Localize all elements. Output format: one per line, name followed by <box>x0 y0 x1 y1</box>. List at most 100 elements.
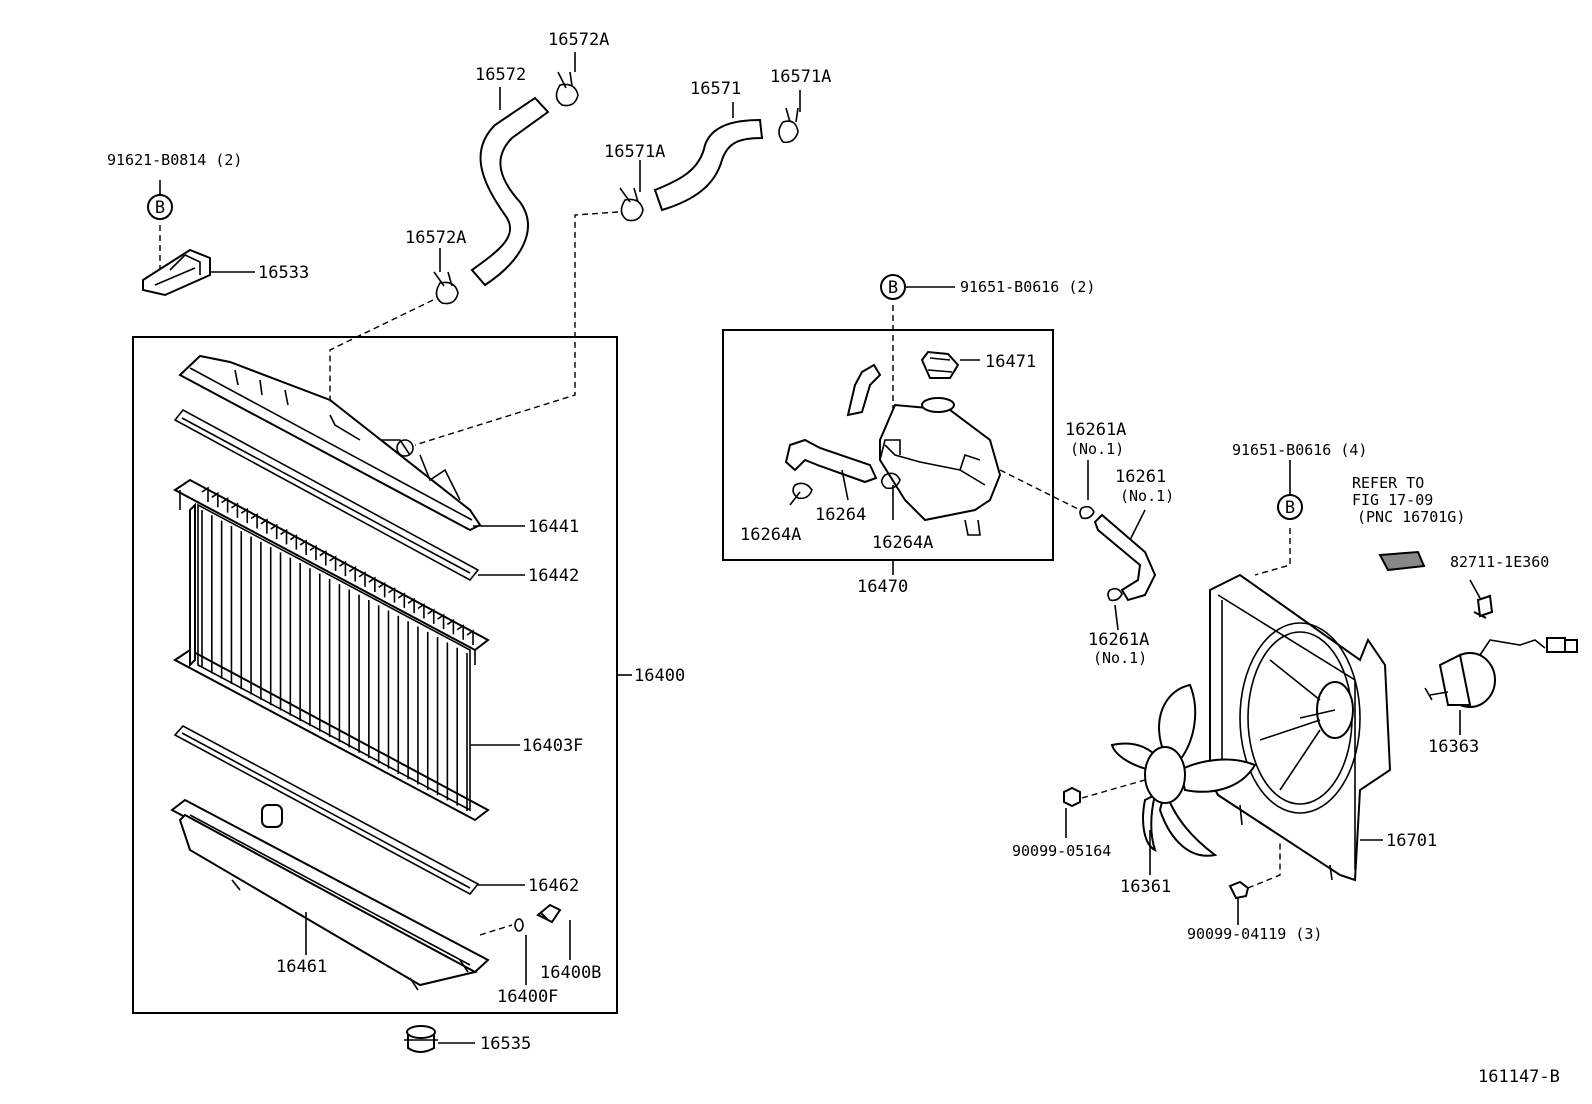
upper-gasket <box>173 408 480 582</box>
upper-hose <box>470 96 550 287</box>
label-refer-2: FIG 17-09 <box>1352 491 1433 509</box>
label-16361: 16361 <box>1120 877 1171 897</box>
label-16571a-top: 16571A <box>770 67 831 87</box>
label-16461: 16461 <box>276 957 327 977</box>
label-16363: 16363 <box>1428 737 1479 757</box>
core-fin-top <box>240 507 249 524</box>
callout-b-reservoir: B <box>880 274 906 300</box>
core-fin-top <box>437 613 445 630</box>
label-16533: 16533 <box>258 263 309 283</box>
core-fin-top <box>358 571 366 587</box>
label-16572a-top: 16572A <box>548 30 609 50</box>
reservoir-hose-upper <box>846 363 882 417</box>
core-fin-top <box>270 523 278 540</box>
core-fin-top <box>280 528 288 545</box>
core-fin-top <box>466 629 474 645</box>
core-fin-top <box>348 565 357 582</box>
caution-label <box>1378 550 1426 572</box>
core-fins <box>201 486 474 811</box>
label-16572: 16572 <box>475 65 526 85</box>
lower-tank <box>170 798 490 991</box>
label-91651-right: 91651-B0616 (4) <box>1232 441 1367 459</box>
label-16471: 16471 <box>985 352 1036 372</box>
core-fin-top <box>397 592 406 608</box>
nut-90099-05164 <box>1063 786 1081 808</box>
label-16470: 16470 <box>857 577 908 597</box>
drain-cock <box>536 903 562 924</box>
label-16264: 16264 <box>815 505 866 525</box>
callout-b-reservoir-text: B <box>888 278 898 298</box>
core-fin-top <box>368 576 376 593</box>
hose-clamp-16571a-mid <box>619 187 644 222</box>
label-91621: 91621-B0814 (2) <box>107 151 242 169</box>
diagram-id: 161147-B <box>1478 1067 1560 1087</box>
core-fin-top <box>221 497 229 513</box>
upper-tank <box>178 354 482 532</box>
label-16572a-low: 16572A <box>405 228 466 248</box>
label-16441: 16441 <box>528 517 579 537</box>
lower-gasket <box>173 724 480 896</box>
label-16261a-low-no: (No.1) <box>1093 649 1147 667</box>
callout-b-left-text: B <box>155 198 165 218</box>
core-fin-top <box>407 597 415 614</box>
core-fin-top <box>427 608 435 624</box>
callout-b-right: B <box>1277 494 1303 520</box>
radiator-support-cushion <box>404 1025 438 1053</box>
radiator-bracket <box>142 248 211 297</box>
hose-clamp-16264a-left <box>792 482 813 500</box>
overflow-hose <box>1093 513 1157 602</box>
label-refer-3: (PNC 16701G) <box>1357 508 1465 526</box>
label-16571: 16571 <box>690 79 741 99</box>
core-fin-top <box>299 539 307 555</box>
label-16264a-right: 16264A <box>872 533 933 553</box>
core-fin-top <box>201 486 209 502</box>
label-16462: 16462 <box>528 876 579 896</box>
label-16403f: 16403F <box>522 736 583 756</box>
reservoir-tank <box>879 397 1002 536</box>
core-fin-top <box>329 555 337 571</box>
core-fin-top <box>211 491 219 508</box>
label-16442: 16442 <box>528 566 579 586</box>
reservoir-cap <box>920 350 960 379</box>
core-fin-top <box>417 603 425 619</box>
core-fin-top <box>388 587 396 603</box>
label-16261: 16261 <box>1115 467 1166 487</box>
label-82711: 82711-1E360 <box>1450 553 1549 571</box>
core-fin-top <box>338 560 347 577</box>
label-16261a-top-no: (No.1) <box>1070 440 1124 458</box>
hose-clamp-16264a-right <box>880 472 901 490</box>
label-16400f: 16400F <box>497 987 558 1007</box>
label-16261a-low: 16261A <box>1088 630 1149 650</box>
label-16261-no: (No.1) <box>1120 487 1174 505</box>
hose-clamp-16572a-low <box>433 271 459 305</box>
label-refer-1: REFER TO <box>1352 474 1424 492</box>
reservoir-assembly-box <box>722 329 1054 561</box>
label-16264a-left: 16264A <box>740 525 801 545</box>
label-90099-04119: 90099-04119 (3) <box>1187 925 1322 943</box>
label-16701: 16701 <box>1386 831 1437 851</box>
lower-hose <box>653 118 764 212</box>
cooling-fan <box>1110 683 1257 857</box>
core-fin-top <box>231 502 239 518</box>
reservoir-hose-16264 <box>784 438 878 484</box>
core-fin-top <box>309 544 317 561</box>
callout-b-left: B <box>147 194 173 220</box>
hose-clamp-16261a-low <box>1107 587 1123 602</box>
callout-b-right-text: B <box>1285 498 1295 518</box>
drain-o-ring <box>514 918 524 932</box>
core-fin-top <box>289 534 298 550</box>
bolt-90099-04119 <box>1228 880 1250 900</box>
label-16261a-top: 16261A <box>1065 420 1126 440</box>
core-fin-top <box>319 550 327 566</box>
hose-clamp-16261a-top <box>1079 505 1095 520</box>
hose-clamp-16571a-top <box>778 107 799 144</box>
label-91651-top: 91651-B0616 (2) <box>960 278 1095 296</box>
label-16400b: 16400B <box>540 963 601 983</box>
core-fin-top <box>456 624 464 640</box>
core-fin-top <box>260 518 268 534</box>
fan-shroud <box>1209 573 1392 882</box>
fan-motor <box>1424 637 1578 708</box>
core-fin-top <box>446 618 455 635</box>
